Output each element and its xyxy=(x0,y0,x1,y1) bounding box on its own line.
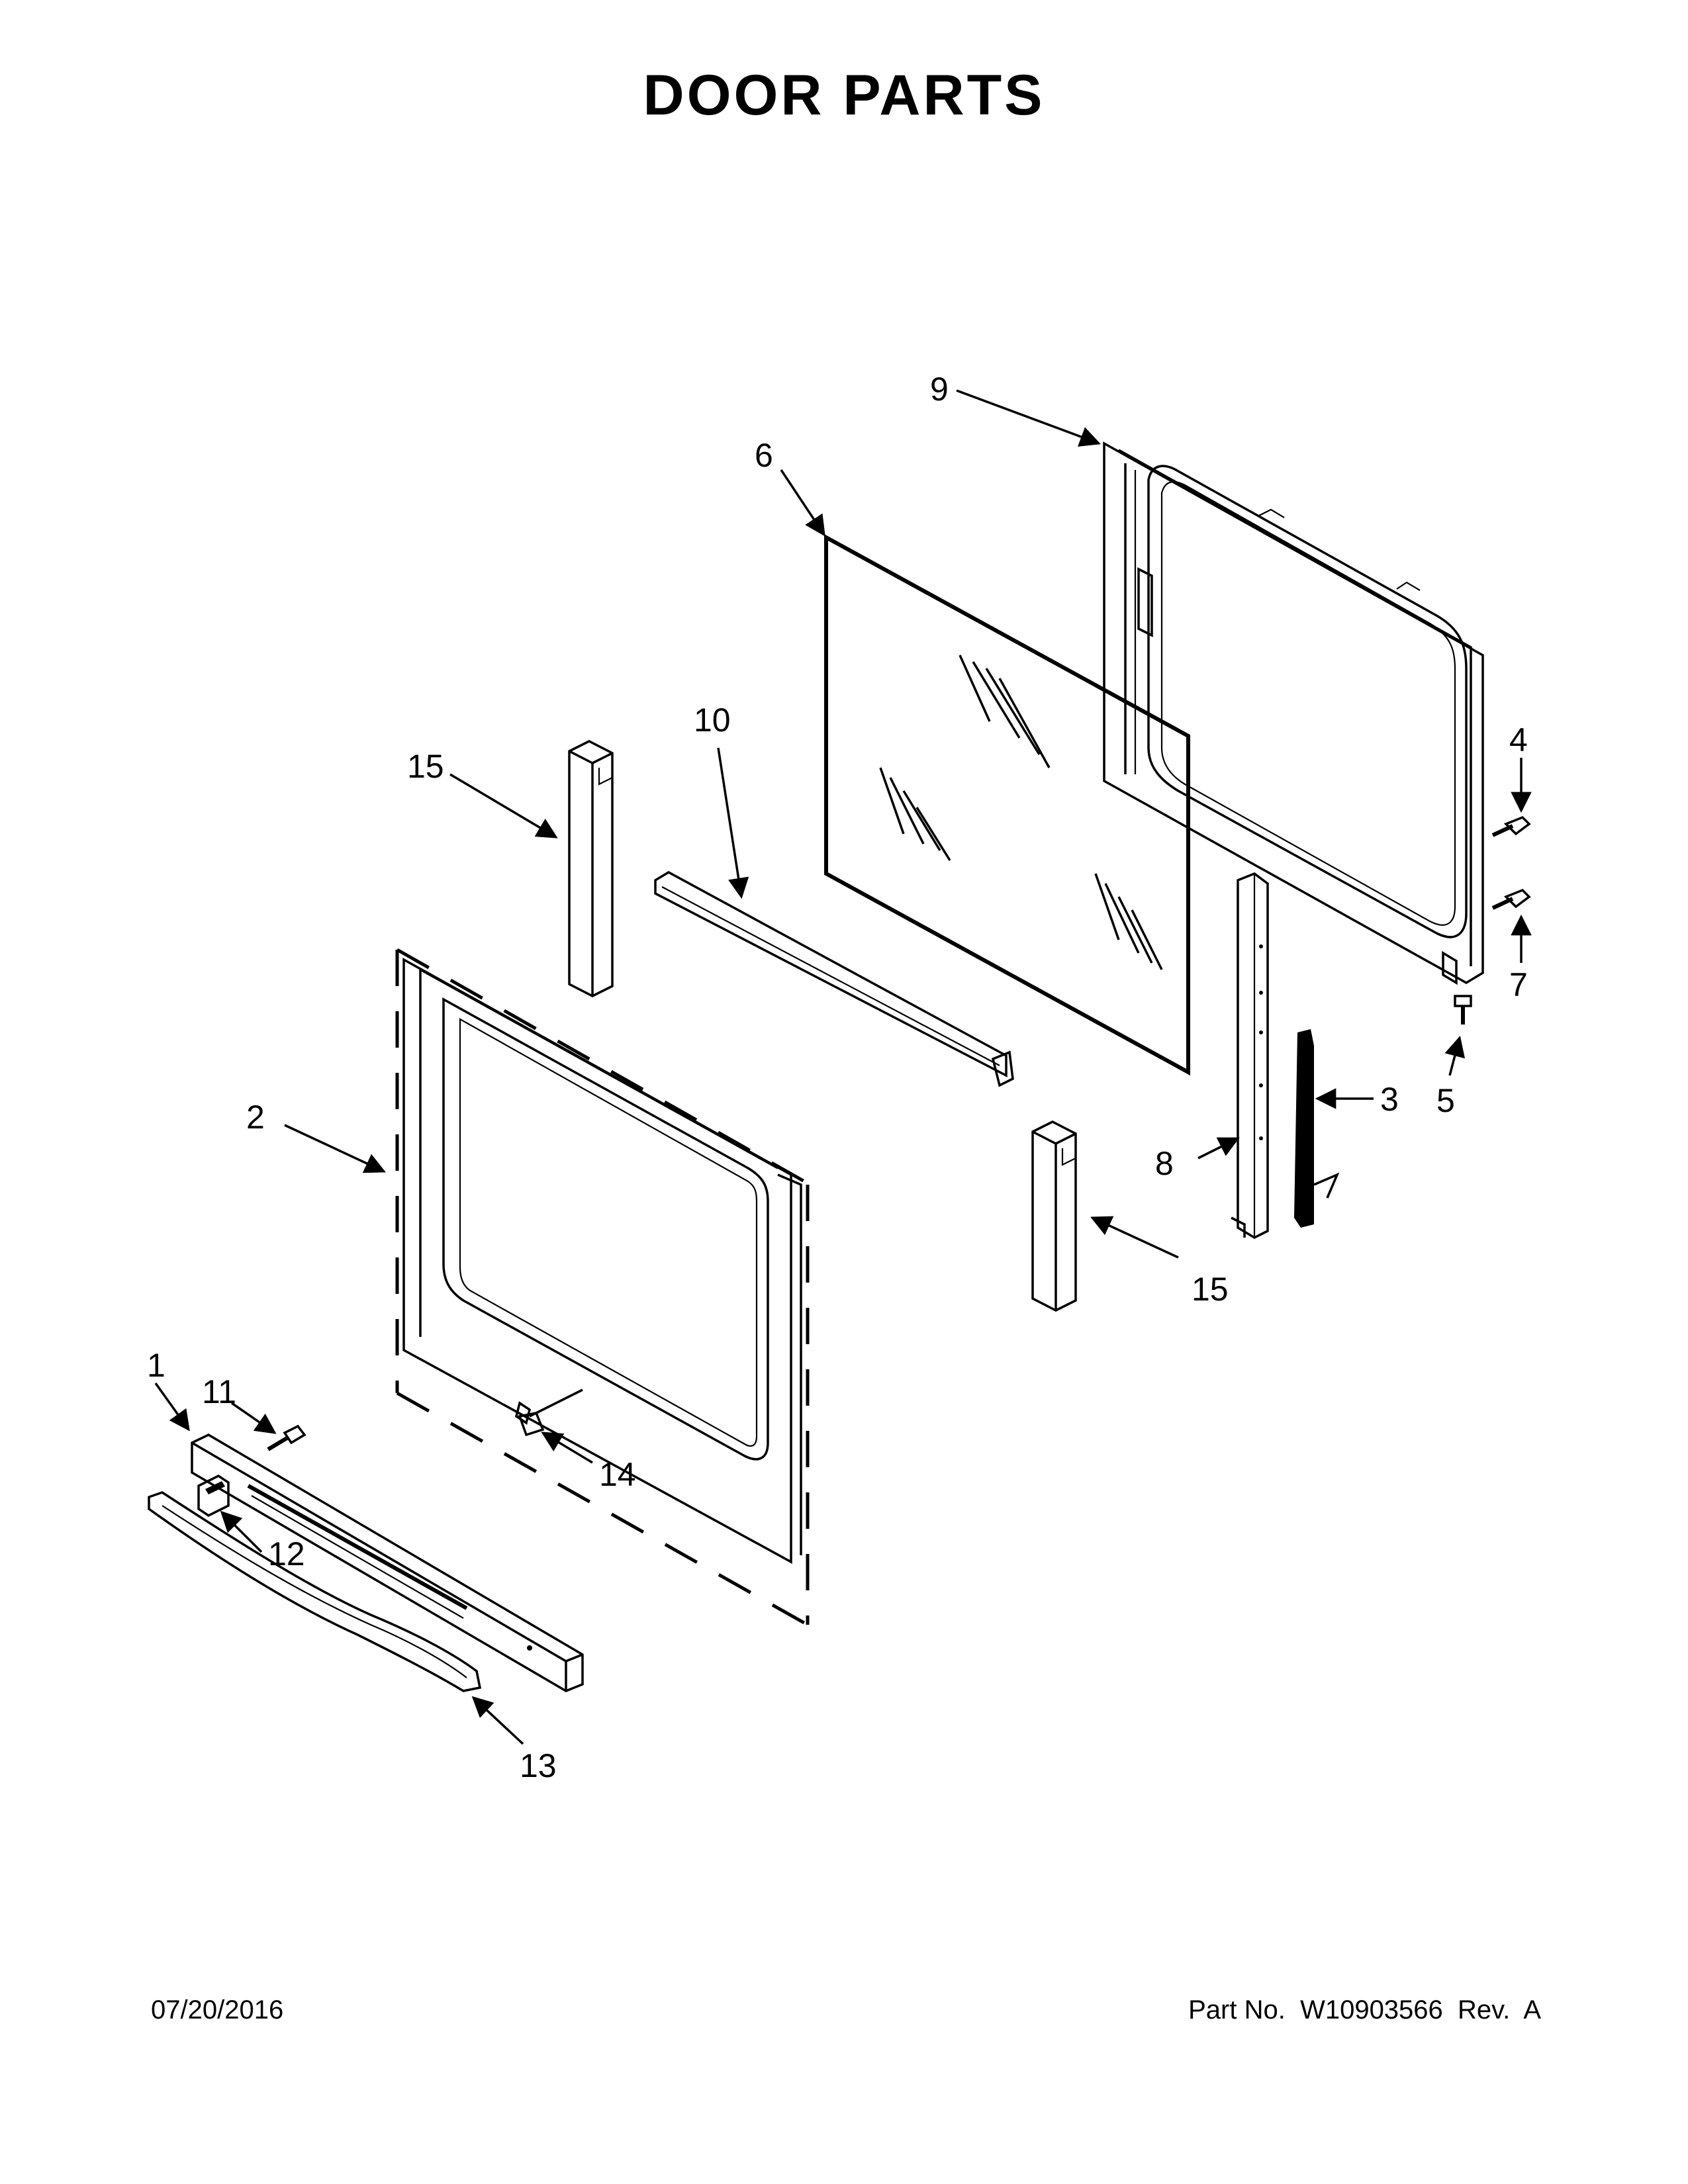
callout-10: 10 xyxy=(694,702,731,739)
part-9-inner-door-frame xyxy=(1103,441,1484,985)
callout-12: 12 xyxy=(268,1535,305,1572)
part-6-glass-panel xyxy=(824,533,1190,1076)
part-12-end-cap xyxy=(197,1474,230,1518)
callout-15-top: 15 xyxy=(407,748,444,785)
callout-8: 8 xyxy=(1155,1145,1174,1182)
callout-6: 6 xyxy=(755,437,773,474)
part-1-door-handle-bar xyxy=(191,1433,584,1692)
callout-13: 13 xyxy=(520,1747,557,1784)
part-13-handle-trim xyxy=(148,1491,482,1692)
part-11-screw xyxy=(267,1424,306,1451)
callout-labels: 9 6 10 15 4 7 2 3 5 8 15 1 11 14 12 13 xyxy=(147,371,1528,1784)
page-title: DOOR PARTS xyxy=(643,64,1045,127)
part-15-insulation-block-bottom xyxy=(1031,1120,1077,1312)
callout-3: 3 xyxy=(1380,1081,1399,1118)
callout-5: 5 xyxy=(1436,1082,1455,1119)
leader-arrows xyxy=(154,389,1532,1745)
callout-15-bottom: 15 xyxy=(1192,1271,1229,1308)
callout-4: 4 xyxy=(1509,721,1528,758)
callout-1: 1 xyxy=(147,1347,165,1384)
part-7-screw xyxy=(1491,888,1531,910)
part-4-screw xyxy=(1491,815,1531,837)
part-10-gasket-strip xyxy=(654,870,1014,1087)
part-2-outer-door-panel xyxy=(395,948,810,1627)
callout-9: 9 xyxy=(930,371,949,408)
part-3-hinge xyxy=(1294,1029,1340,1228)
part-14-hook xyxy=(518,1388,583,1437)
part-15-insulation-block-top xyxy=(568,740,614,997)
part-8-hinge-bracket xyxy=(1231,872,1269,1239)
footer-part-number: Part No. W10903566 Rev. A xyxy=(1188,1995,1541,2025)
part-5-screw xyxy=(1454,995,1472,1024)
callout-7: 7 xyxy=(1509,966,1528,1003)
footer-date: 07/20/2016 xyxy=(151,1995,284,2025)
callout-14: 14 xyxy=(599,1456,636,1493)
callout-2: 2 xyxy=(246,1099,265,1136)
callout-11: 11 xyxy=(202,1373,236,1410)
